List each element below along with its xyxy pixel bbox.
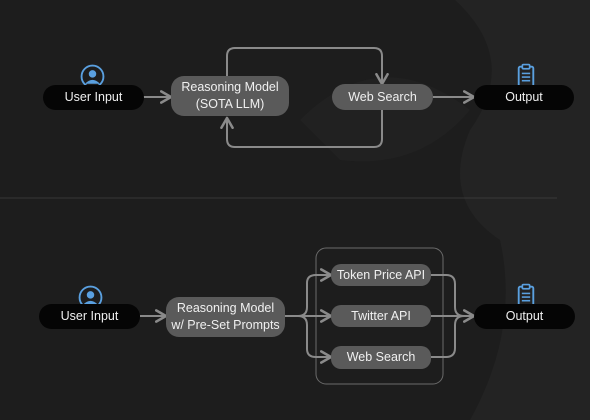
web-search-label: Web Search: [348, 89, 417, 104]
user-input-node: User Input: [43, 85, 144, 110]
loop-arrow-reasoning-to-web-search: [226, 47, 389, 86]
loop-arrow-web-search-to-reasoning: [220, 110, 383, 148]
reasoning-model-sublabel: w/ Pre-Set Prompts: [171, 318, 280, 332]
output-label: Output: [505, 309, 544, 323]
tool-label: Twitter API: [351, 308, 411, 323]
tool-node-twitter-api: Twitter API: [331, 305, 431, 327]
reasoning-model-sublabel: (SOTA LLM): [195, 97, 265, 111]
tool-node-token-price-api: Token Price API: [331, 264, 431, 286]
reasoning-model-node: Reasoning Model (SOTA LLM): [171, 76, 289, 116]
user-input-label: User Input: [64, 90, 123, 104]
arrow-reasoning-to-web-search: [285, 315, 333, 364]
user-input-node: User Input: [39, 304, 140, 329]
line-token-price-to-merge: [431, 274, 465, 317]
clipboard-icon: [517, 63, 535, 88]
tool-label: Token Price API: [336, 267, 426, 282]
line-web-search-to-merge: [431, 315, 465, 358]
tool-node-web-search: Web Search: [331, 346, 431, 369]
output-label: Output: [505, 90, 543, 104]
output-node: Output: [474, 304, 575, 329]
output-node: Output: [474, 85, 574, 110]
user-input-label: User Input: [60, 309, 119, 323]
reasoning-model-label: Reasoning Model: [176, 301, 275, 315]
tool-label: Web Search: [346, 350, 416, 364]
web-search-node: Web Search: [332, 84, 433, 110]
arrow-reasoning-to-token-price: [285, 268, 333, 317]
reasoning-model-label: Reasoning Model: [181, 80, 279, 94]
reasoning-model-node: Reasoning Model w/ Pre-Set Prompts: [166, 297, 285, 337]
